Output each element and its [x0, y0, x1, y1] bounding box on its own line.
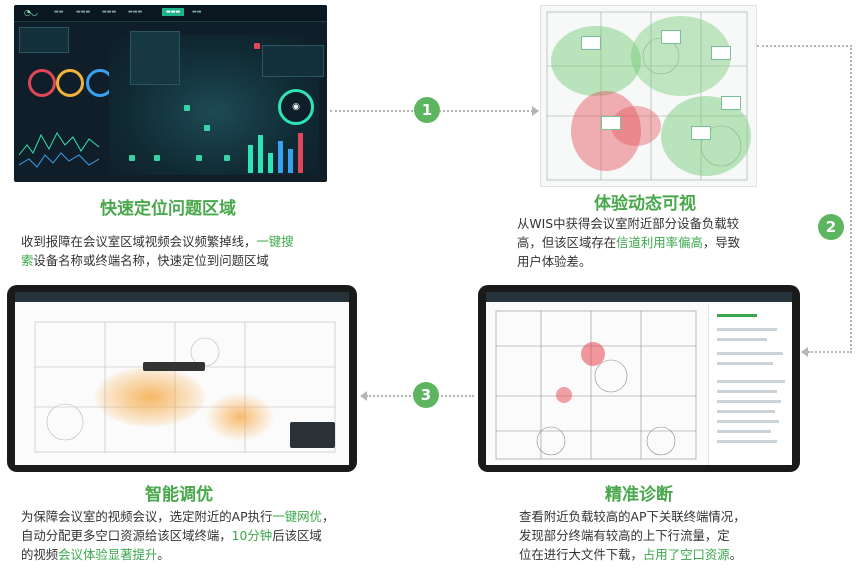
ap-info-tag — [601, 116, 621, 130]
search-dropdown — [130, 31, 180, 85]
wis-logo-icon: ◔◡ — [24, 8, 38, 17]
step1-title: 快速定位问题区域 — [100, 199, 236, 219]
arrow-left-icon — [360, 391, 367, 401]
ap-node-icon — [154, 155, 160, 161]
tuning-popup — [290, 422, 335, 448]
dashboard-card — [19, 27, 69, 53]
ap-info-tag — [711, 46, 731, 60]
floorplan-lines — [495, 310, 697, 460]
tablet-screen — [486, 292, 792, 465]
step3-title: 智能调优 — [145, 485, 213, 505]
dashboard-nav-item: ▬▬ — [54, 9, 64, 15]
gauge-ring-icon — [28, 69, 56, 97]
step2-title: 体验动态可视 — [594, 194, 696, 214]
arrow-right-icon — [532, 106, 539, 116]
ap-info-tag — [581, 36, 601, 50]
connector-line — [757, 45, 852, 47]
connector-line — [850, 45, 852, 353]
score-ring: ◉ — [278, 89, 314, 125]
bar-chart-icon — [248, 133, 303, 173]
dashboard-nav-item: ▬▬ — [192, 9, 202, 15]
tuning-heat-area — [205, 392, 275, 442]
ap-info-tag — [661, 30, 681, 44]
tuning-heat-area — [95, 367, 205, 427]
ap-node-icon — [196, 155, 202, 161]
step-badge-2: 2 — [818, 214, 844, 240]
dashboard-screenshot: ◔◡ ▬▬ ▬▬▬ ▬▬▬ ▬▬▬ ▬▬▬ ▬▬ ◉ — [14, 5, 327, 182]
step1-desc: 收到报障在会议室区域视频会议频繁掉线，一键搜 索设备名称或终端名称，快速定位到问… — [21, 234, 294, 268]
ap-node-icon — [224, 155, 230, 161]
ap-info-tag — [721, 96, 741, 110]
dashboard-nav-item: ▬▬▬ — [128, 9, 143, 15]
ap-node-icon — [204, 125, 210, 131]
gauge-ring-icon — [56, 69, 84, 97]
arrow-left-icon — [801, 347, 808, 357]
dashboard-nav-item: ▬▬▬ — [102, 9, 117, 15]
dashboard-nav-item: ▬▬▬ — [76, 9, 91, 15]
dashboard-topbar: ◔◡ ▬▬ ▬▬▬ ▬▬▬ ▬▬▬ ▬▬▬ ▬▬ — [14, 5, 327, 22]
ap-info-tag — [691, 126, 711, 140]
connector-line — [808, 351, 852, 353]
trend-chart-icon — [19, 132, 100, 168]
ap-hotspot — [556, 387, 572, 403]
ap-node-icon — [184, 105, 190, 111]
tablet-screen — [15, 292, 349, 465]
diagnosis-side-panel — [708, 304, 792, 465]
congested-area — [571, 91, 641, 171]
step-badge-3: 3 — [413, 382, 439, 408]
tablet-topbar — [486, 292, 792, 302]
alarm-node-icon — [254, 43, 260, 49]
step2-desc: 从WIS中获得会议室附近部分设备负载较 高，但该区域存在信道利用率偏高，导致 用… — [517, 216, 741, 269]
ap-hotspot — [581, 342, 605, 366]
tooltip-box — [143, 362, 205, 371]
tablet-tuning — [7, 285, 357, 472]
tablet-diagnosis — [478, 285, 800, 472]
step-badge-1: 1 — [414, 97, 440, 123]
step4-title: 精准诊断 — [605, 485, 673, 505]
dashboard-card — [262, 45, 324, 77]
step3-desc: 为保障会议室的视频会议，选定附近的AP执行一键网优， 自动分配更多空口资源给该区… — [21, 509, 335, 562]
dashboard-nav-active: ▬▬▬ — [162, 8, 185, 16]
step4-desc: 查看附近负载较高的AP下关联终端情况， 发现部分终端有较高的上下行流量，定 位在… — [519, 509, 746, 562]
ap-node-icon — [129, 155, 135, 161]
floorplan-heatmap — [540, 5, 757, 187]
floorplan-lines — [546, 11, 748, 181]
tablet-topbar — [15, 292, 349, 302]
